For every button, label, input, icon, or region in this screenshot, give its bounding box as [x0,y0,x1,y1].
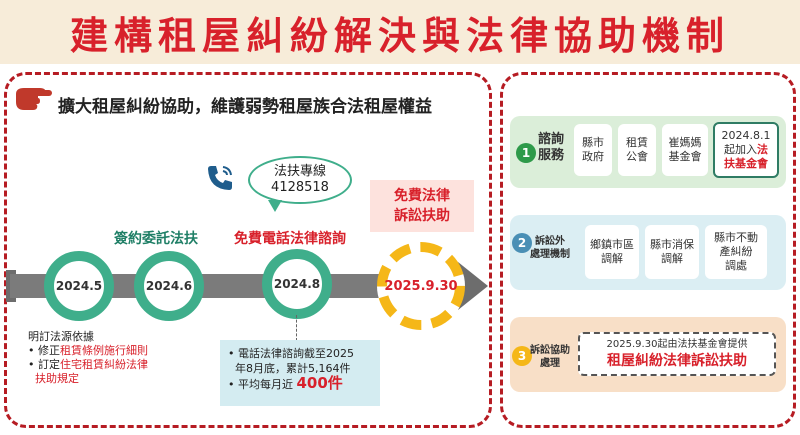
stats-line2: 年8月底，累計5,164件 [235,362,351,375]
row1-cat-2: 服務 [538,148,565,163]
timeline-date: 2025.9.30 [384,278,458,294]
hotline-title: 法扶專線 [273,164,326,179]
right-panel [500,72,796,428]
cell-text: 產糾紛 [719,245,753,258]
cell-text: 起加入 [723,143,757,156]
legal-item1-red: 租賃條例施行細則 [60,344,148,357]
phone-icon [205,163,235,197]
timeline-node-2: 2024.6 [134,251,204,321]
title-bar: 建構租屋糾紛解決與法律協助機制 [0,0,800,64]
legal-item1-prefix: 修正 [38,344,60,357]
cell-text: 縣市不動 [714,231,758,244]
cell-text: 2024.8.1 [721,129,771,142]
litigation-aid-line2: 租屋糾紛法律訴訟扶助 [607,353,747,369]
cell-consumer-mediation: 縣市消保調解 [645,225,699,279]
row2-category: 訴訟外 處理機制 [530,235,570,261]
row2-number: 2 [512,233,532,253]
legal-title: 明訂法源依據 [28,330,94,343]
page-title: 建構租屋糾紛解決與法律協助機制 [69,13,730,58]
row3-category: 訴訟協助 處理 [530,344,570,370]
cell-rental-union: 租賃公會 [618,124,656,176]
row3-cat-2: 處理 [540,358,560,369]
legal-basis: 明訂法源依據 • 修正租賃條例施行細則 • 訂定住宅租賃糾紛法律 扶助規定 [28,330,148,385]
timeline-date: 2024.6 [145,279,193,293]
milestone-label-phone: 免費電話法律諮詢 [234,231,346,247]
timeline-node-3: 2024.8 [262,249,332,319]
legal-item2-prefix: 訂定 [38,358,60,371]
hotline-bubble: 法扶專線 4128518 [248,156,352,204]
timeline-date: 2024.8 [273,277,321,291]
cell-county-gov: 縣市政府 [574,124,612,176]
cell-text-red: 法 [756,143,768,156]
bubble-tail [268,200,282,212]
cell-text: 政府 [582,150,604,163]
stats-line1: 電話法律諮詢截至2025 [238,347,354,360]
pointing-hand-icon [14,84,54,116]
milestone-label-contract: 簽約委託法扶 [114,231,198,247]
cell-township-mediation: 鄉鎮市區調解 [585,225,639,279]
cell-realestate-dispute: 縣市不動產糾紛調處 [705,225,767,279]
stats-box: • 電話法律諮詢截至2025 年8月底，累計5,164件 • 平均每月近 400… [220,340,380,406]
cell-legal-aid-join: 2024.8.1 起加入法 扶基金會 [713,122,779,178]
litigation-line1: 免費法律 [394,188,450,204]
legal-item2-suffix: 扶助規定 [35,372,79,385]
row2-cat-1: 訴訟外 [535,236,565,247]
litigation-line2: 訴訟扶助 [394,208,450,224]
cell-text: 縣市 [582,136,604,149]
row1-category: 諮詢 服務 [538,132,564,164]
legal-item2-red: 住宅租賃糾紛法律 [60,358,148,371]
row2-cat-2: 處理機制 [530,249,570,260]
cell-text: 縣市消保 [650,238,694,251]
stats-line3-prefix: 平均每月近 [238,378,293,391]
cell-text: 鄉鎮市區 [590,238,634,251]
cell-text: 調解 [601,252,623,265]
stats-connector [296,315,297,341]
cell-text: 租賃 [626,136,648,149]
left-panel [4,72,492,428]
litigation-box: 免費法律 訴訟扶助 [370,180,474,232]
row3-number: 3 [512,346,532,366]
cell-text: 調解 [661,252,683,265]
row1-number: 1 [516,143,536,163]
cell-text: 調處 [725,259,747,272]
litigation-aid-line1: 2025.9.30起由法扶基金會提供 [606,339,748,350]
timeline-node-1: 2024.5 [44,251,114,321]
cell-text: 基金會 [668,150,702,163]
headline: 擴大租屋糾紛協助，維護弱勢租屋族合法租屋權益 [58,97,432,117]
timeline-node-4: 2025.9.30 [377,242,465,330]
timeline-date: 2024.5 [55,279,103,293]
cell-text: 崔媽媽 [668,136,702,149]
stats-line3-big: 400件 [296,374,343,392]
litigation-aid-box: 2025.9.30起由法扶基金會提供 租屋糾紛法律訴訟扶助 [578,332,776,376]
row3-cat-1: 訴訟協助 [530,345,570,356]
hotline-number: 4128518 [271,180,329,195]
row1-cat-1: 諮詢 [538,132,565,147]
cell-text: 公會 [626,150,648,163]
cell-text-red: 扶基金會 [723,157,768,170]
cell-tsuei-foundation: 崔媽媽基金會 [662,124,708,176]
